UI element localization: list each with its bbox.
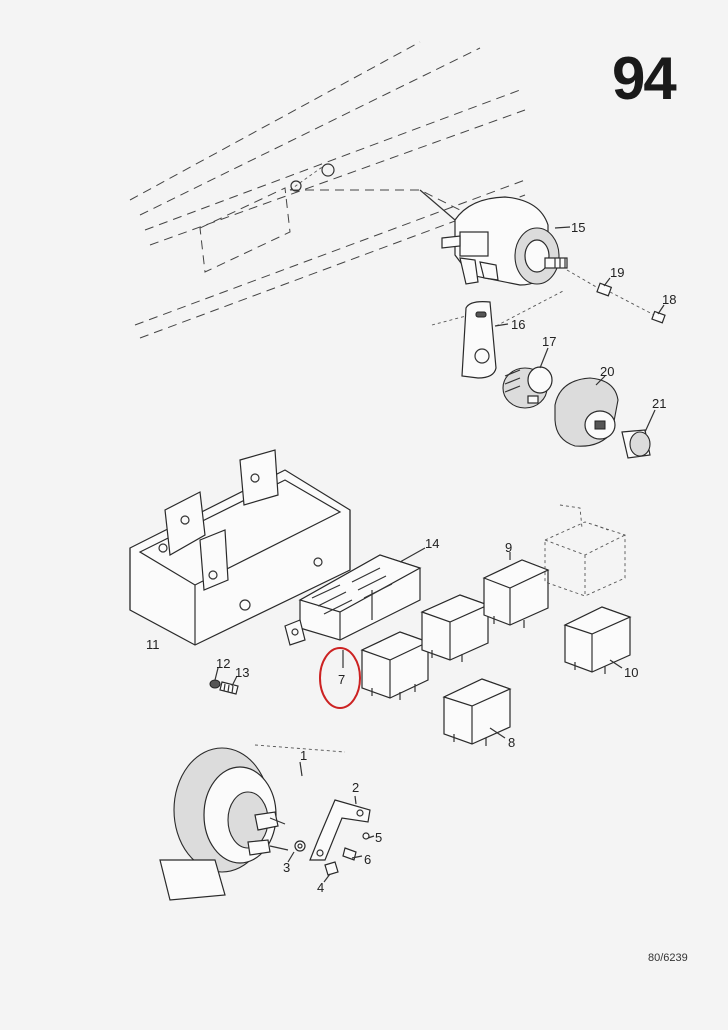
panel-outline	[129, 41, 526, 339]
part-21-cap	[621, 429, 651, 459]
part-1-horn	[159, 744, 346, 901]
part-10-relay	[563, 606, 632, 674]
callout-6: 6	[364, 852, 371, 867]
leader-lines	[214, 226, 665, 883]
callout-16: 16	[511, 317, 525, 332]
highlight-circle	[319, 647, 361, 709]
callout-labels: 1 2 3 4 5 6 7 8 9 10 11 12 13 14 15 16 1…	[146, 220, 676, 895]
callout-19: 19	[610, 265, 624, 280]
part-2-bracket	[309, 799, 371, 861]
callout-2: 2	[352, 780, 359, 795]
callout-1: 1	[300, 748, 307, 763]
callout-21: 21	[652, 396, 666, 411]
callout-20: 20	[600, 364, 614, 379]
part-14-fuse-block	[284, 554, 422, 646]
part-19-screw	[566, 269, 661, 319]
part-9-relay	[482, 559, 550, 628]
part-3-lock-washer	[294, 840, 306, 852]
callout-5: 5	[375, 830, 382, 845]
part-6-bolt	[342, 847, 357, 861]
callout-14: 14	[425, 536, 439, 551]
part-18-screw	[651, 310, 666, 324]
callout-15: 15	[571, 220, 585, 235]
optional-relay-outline	[544, 504, 626, 597]
callout-17: 17	[542, 334, 556, 349]
callout-13: 13	[235, 665, 249, 680]
part-20-knob	[554, 377, 619, 447]
callout-3: 3	[283, 860, 290, 875]
part-4-nut	[324, 861, 339, 876]
callout-18: 18	[662, 292, 676, 307]
callout-12: 12	[216, 656, 230, 671]
callout-8: 8	[508, 735, 515, 750]
part-17-nut	[502, 366, 553, 409]
callout-11: 11	[146, 637, 160, 652]
page-number: 94	[612, 45, 677, 112]
callout-4: 4	[317, 880, 324, 895]
part-relay-middle	[420, 594, 490, 662]
drawing-reference: 80/6239	[648, 952, 688, 964]
part-12-washer	[209, 679, 221, 689]
part-8-relay	[442, 678, 512, 746]
part-15-ignition-switch	[419, 189, 568, 286]
part-13-screw	[219, 681, 239, 695]
part-7-relay	[360, 631, 430, 700]
part-11-relay-box	[129, 449, 351, 646]
callout-7: 7	[338, 672, 345, 687]
part-5-washer	[362, 832, 370, 840]
callout-10: 10	[624, 665, 638, 680]
callout-9: 9	[505, 540, 512, 555]
part-16-bracket	[431, 289, 566, 379]
